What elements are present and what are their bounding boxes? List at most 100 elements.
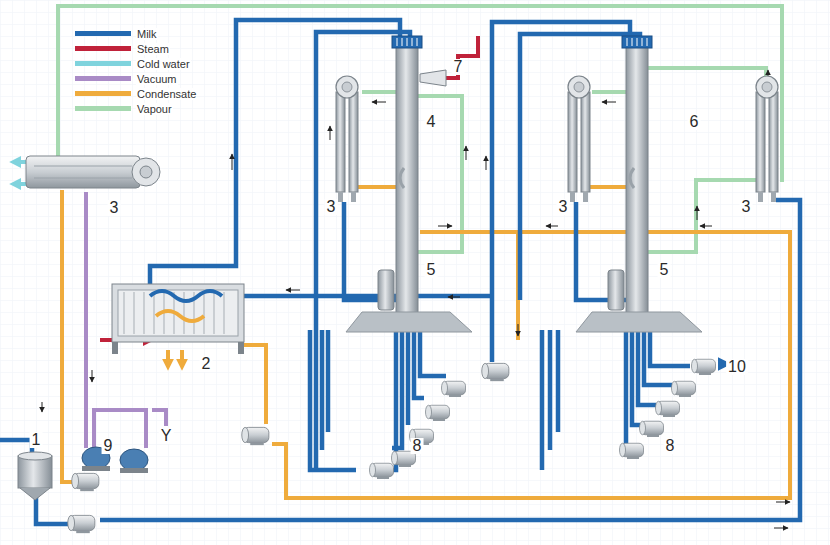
- pump: [72, 473, 99, 491]
- vapour-pipe: [648, 180, 758, 252]
- legend-text: Cold water: [136, 58, 191, 70]
- condenser: [34, 166, 132, 167]
- condensate-pipe: [272, 232, 790, 498]
- milk-pipe: [718, 362, 726, 367]
- pump: [672, 381, 696, 397]
- preheater: [336, 76, 778, 202]
- vapour-pipe: [646, 68, 766, 88]
- callout-number: 10: [726, 359, 748, 375]
- callout-number: 8: [411, 438, 424, 454]
- pump: [692, 359, 716, 375]
- flow-arrow: [448, 297, 460, 298]
- milk-pipe: [0, 440, 32, 452]
- steam-pipe: [420, 36, 478, 78]
- legend-swatch: [75, 61, 131, 66]
- milk-pipe: [310, 330, 356, 470]
- callout-number: 6: [688, 114, 701, 130]
- milk-pipe: [242, 294, 490, 299]
- pump: [442, 381, 466, 397]
- pump: [620, 443, 644, 459]
- evaporator-column: [392, 36, 422, 48]
- evaporator-column: [630, 168, 634, 188]
- pump: [370, 463, 394, 479]
- flow-arrow: [438, 226, 452, 227]
- pump: [242, 427, 269, 445]
- condenser: [132, 158, 160, 186]
- vacuum-pump: [120, 449, 148, 471]
- legend-text: Vacuum: [136, 73, 178, 85]
- vapour-pipe: [418, 96, 462, 252]
- balance-tank: [20, 488, 50, 500]
- callout-number: 5: [425, 262, 438, 278]
- thermocompressor: [420, 70, 446, 86]
- legend-swatch: [75, 106, 131, 111]
- milk-pipe: [492, 22, 630, 362]
- pump: [640, 421, 664, 437]
- evaporator-column: [608, 270, 624, 310]
- legend-swatch: [75, 76, 131, 81]
- pump: [656, 401, 680, 417]
- callout-number: 3: [325, 199, 338, 215]
- condensate-pipe: [62, 190, 76, 482]
- evaporator-column: [400, 168, 404, 188]
- milk-pipe: [320, 330, 325, 450]
- condensate-pipe: [356, 185, 396, 189]
- legend-text: Steam: [136, 43, 170, 55]
- milk-pipe: [548, 330, 553, 450]
- milk-pipe: [556, 330, 561, 432]
- milk-pipe: [540, 330, 545, 470]
- flow-arrow: [546, 226, 558, 227]
- callout-number: Y: [159, 428, 174, 444]
- callout-number: 5: [658, 262, 671, 278]
- vacuum-pump: [82, 466, 110, 471]
- callout-number: 1: [30, 432, 43, 448]
- plate-heat-exchanger: [156, 311, 204, 321]
- condenser: [140, 166, 152, 178]
- vacuum-pipe: [84, 192, 88, 448]
- legend-text: Milk: [136, 28, 158, 40]
- plate-heat-exchanger: [238, 342, 244, 354]
- vacuum-pump: [120, 468, 148, 473]
- flow-arrow: [700, 226, 712, 227]
- condenser: [26, 156, 160, 188]
- vapour-pipe: [58, 6, 782, 252]
- flow-arrow: [602, 102, 616, 103]
- pump: [68, 359, 716, 533]
- balance-tank: [18, 452, 52, 500]
- evaporator-column: [576, 312, 702, 332]
- condenser: [34, 178, 132, 179]
- flow-arrow: [92, 370, 93, 382]
- plate-heat-exchanger: [124, 292, 224, 334]
- callout-number: 9: [102, 438, 115, 454]
- callout-number: 4: [425, 114, 438, 130]
- plate-heat-exchanger: [112, 284, 244, 342]
- evaporator-column: [396, 44, 418, 314]
- evaporator-column: [346, 36, 702, 332]
- flow-arrow: [774, 528, 788, 529]
- condensate-pipe: [240, 345, 266, 424]
- thermocompressor: [420, 70, 446, 86]
- condensate-pipe: [180, 350, 184, 366]
- flow-arrow: [330, 126, 331, 140]
- callout-number: 2: [200, 356, 213, 372]
- flow-arrow: [232, 154, 233, 170]
- legend-swatch: [75, 46, 131, 51]
- evaporator-column: [397, 38, 417, 46]
- flow-arrow: [518, 324, 519, 336]
- pump: [68, 515, 95, 533]
- evaporator-column: [346, 312, 472, 332]
- condensate-pipe: [166, 350, 170, 366]
- vapour-pipe: [592, 90, 628, 94]
- legend-text: Condensate: [136, 88, 197, 100]
- preheater: [336, 76, 358, 202]
- legend-swatch: [75, 91, 131, 96]
- pump: [426, 405, 450, 421]
- callout-number: 3: [557, 199, 570, 215]
- milk-pipe: [100, 200, 800, 520]
- callout-number: 7: [452, 59, 465, 75]
- plate-heat-exchanger: [150, 291, 222, 301]
- evaporator-column: [627, 38, 647, 46]
